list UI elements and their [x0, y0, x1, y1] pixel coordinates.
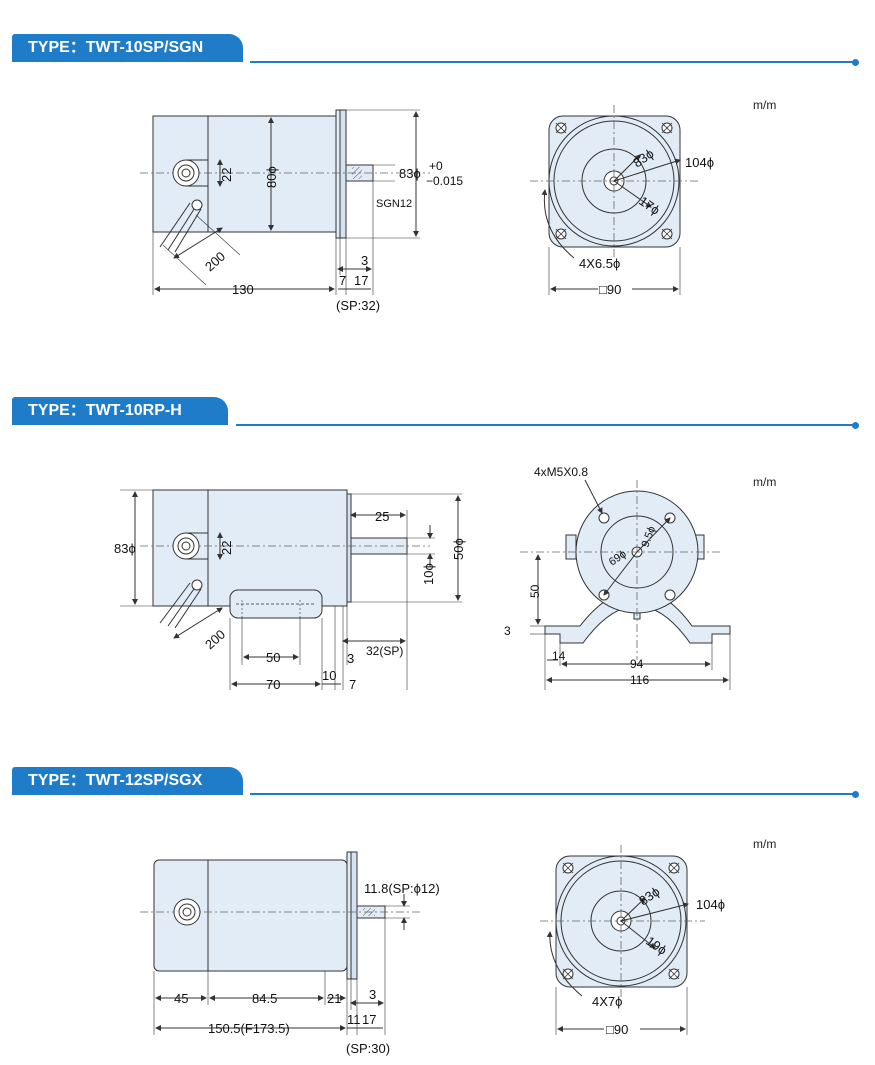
section-2-header: TYPE：TWT-10RP-H — [12, 397, 228, 425]
s2-dim-50: 50 — [266, 650, 280, 665]
s2-front-h50: 50 — [528, 584, 542, 598]
s2-sp: 32(SP) — [366, 644, 403, 658]
s2-front-h3: 3 — [504, 624, 511, 638]
section-3-header: TYPE：TWT-12SP/SGX — [12, 767, 243, 795]
s2-front-labels: 4xM5X0.8 69ϕ 9.5ϕ 50 3 14 94 116 — [504, 465, 658, 687]
s2-dim-25: 25 — [375, 509, 389, 524]
s1-front-square: □90 — [599, 282, 621, 297]
s2-dim-83: 83ϕ — [114, 541, 136, 556]
s2-front-view — [520, 479, 731, 690]
s1-dim-22: 22 — [219, 168, 234, 182]
s3-front-holes: 4X7ϕ — [592, 994, 622, 1009]
s3-dim-11: 11 — [347, 1012, 361, 1027]
s1-dim-200: 200 — [202, 249, 228, 275]
s3-dim-21: 21 — [327, 991, 341, 1006]
s2-dim-10: 10 — [322, 668, 336, 683]
section-2-rule-dot — [852, 422, 859, 429]
s2-dim-70: 70 — [266, 677, 280, 692]
s2-front-w14: 14 — [552, 649, 566, 663]
s3-side-view — [140, 851, 420, 1035]
s1-side-labels: 22 80ϕ 83ϕ +0 −0.015 SGN12 200 130 3 7 1… — [202, 159, 463, 313]
s2-dim-7: 7 — [349, 677, 356, 692]
s2-dim-22: 22 — [219, 541, 234, 555]
s2-side-labels: 83ϕ 22 25 50ϕ 10ϕ 200 50 3 32(SP) 70 10 … — [114, 509, 466, 692]
s3-sp: (SP:30) — [346, 1041, 390, 1056]
s2-dim-200: 200 — [202, 627, 228, 653]
s3-dim-45: 45 — [174, 991, 188, 1006]
s2-dim-3: 3 — [347, 651, 354, 666]
s1-front-view — [530, 105, 700, 295]
s3-dim-3: 3 — [369, 987, 376, 1002]
s2-front-w116: 116 — [630, 673, 649, 687]
section-3-unit: m/m — [753, 837, 777, 851]
s1-tol-minus: −0.015 — [426, 174, 463, 188]
s1-dim-3: 3 — [361, 253, 368, 268]
s2-screw: 4xM5X0.8 — [534, 465, 588, 479]
s2-front-w94: 94 — [630, 657, 644, 671]
s1-dim-80: 80ϕ — [264, 166, 279, 188]
section-2-unit: m/m — [753, 475, 777, 489]
s1-side-view — [140, 109, 430, 295]
s3-dim-17: 17 — [362, 1012, 376, 1027]
s2-side-view — [120, 489, 462, 690]
s1-dim-130: 130 — [232, 282, 254, 297]
s3-side-labels: 11.8(SP:ϕ12) 45 84.5 21 3 150.5(F173.5) … — [174, 881, 440, 1056]
s1-sgn: SGN12 — [376, 198, 412, 210]
s1-front-104: 104ϕ — [685, 155, 714, 170]
s3-front-104: 104ϕ — [696, 897, 725, 912]
s1-dim-7: 7 — [339, 273, 346, 288]
s3-total: 150.5(F173.5) — [208, 1021, 290, 1036]
s3-dim-845: 84.5 — [252, 991, 277, 1006]
s1-dim-17: 17 — [354, 273, 368, 288]
s2-dim-50phi: 50ϕ — [451, 538, 466, 560]
s3-shaft: 11.8(SP:ϕ12) — [364, 881, 440, 896]
s3-front-view — [540, 845, 705, 1035]
section-3-rule — [250, 793, 856, 795]
s1-front-holes: 4X6.5ϕ — [579, 256, 620, 271]
section-3-rule-dot — [852, 791, 859, 798]
section-1-header: TYPE：TWT-10SP/SGN — [12, 34, 243, 62]
section-1-rule-dot — [852, 59, 859, 66]
s3-front-square: □90 — [606, 1022, 628, 1037]
s2-dim-10phi: 10ϕ — [421, 563, 436, 585]
section-1-rule — [250, 61, 856, 63]
s1-sp: (SP:32) — [336, 298, 380, 313]
section-2-rule — [236, 424, 856, 426]
s1-tol-plus: +0 — [429, 159, 443, 173]
section-1-unit: m/m — [753, 98, 777, 112]
s1-dim-83: 83ϕ — [399, 166, 421, 181]
